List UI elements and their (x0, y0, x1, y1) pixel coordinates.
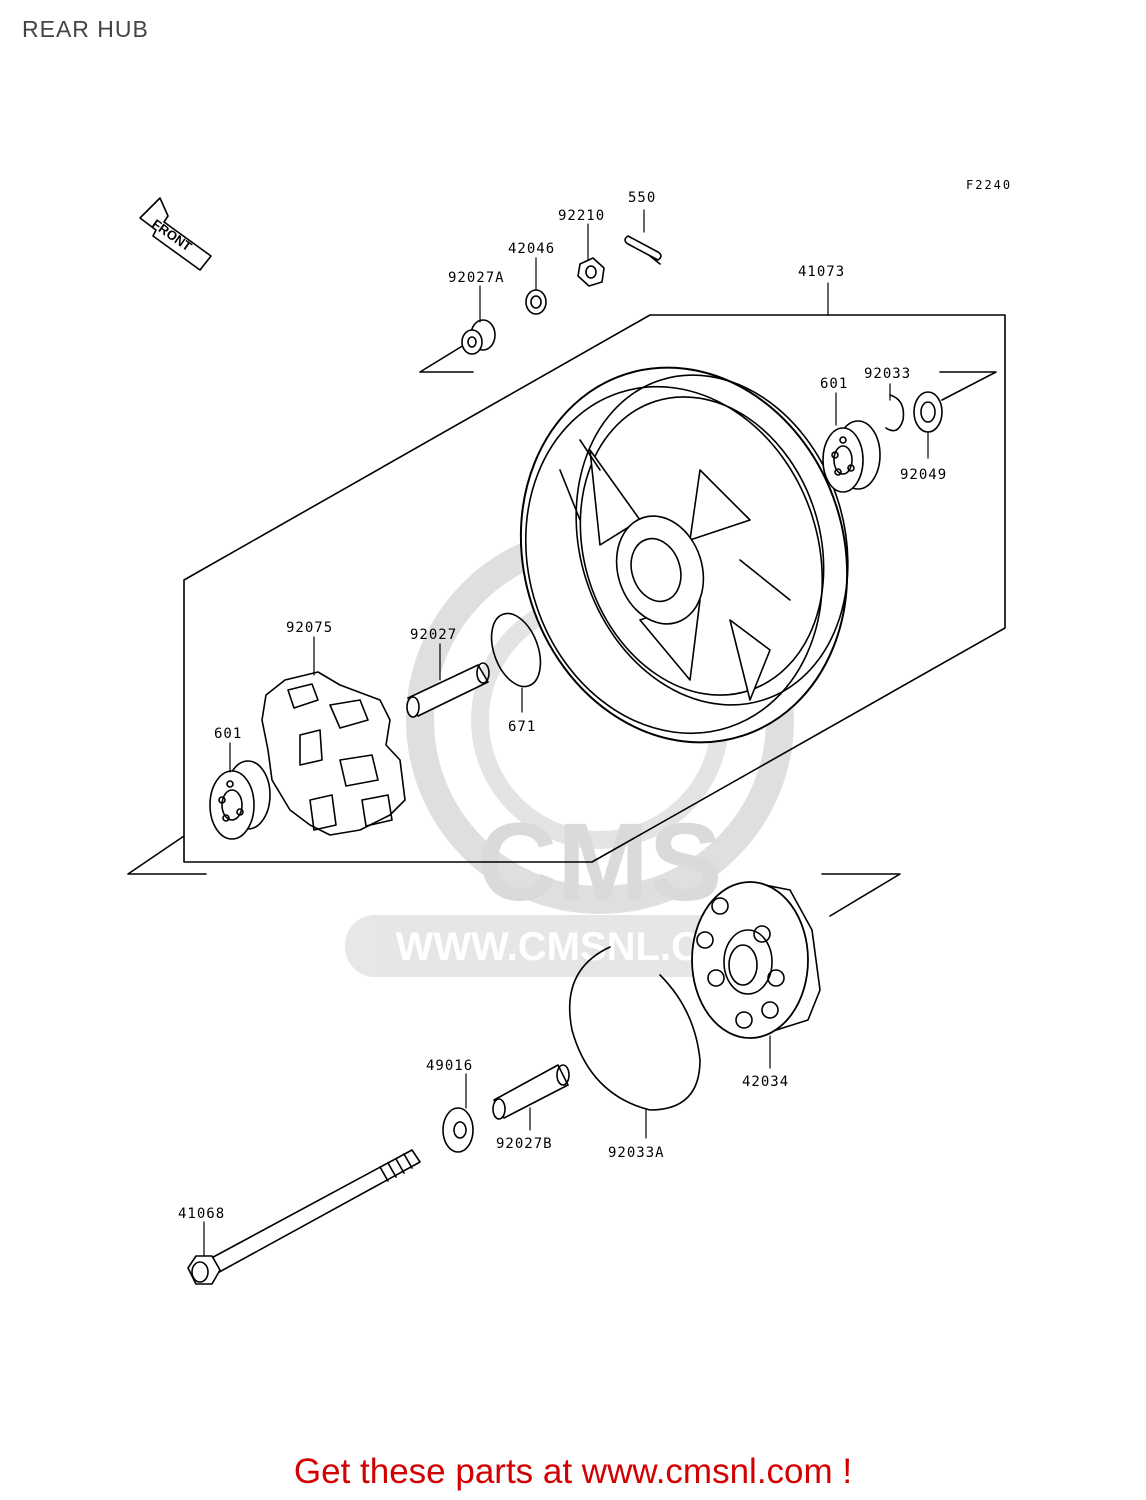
label-42034: 42034 (742, 1074, 789, 1090)
collar-42046 (525, 289, 547, 315)
front-direction-arrow: FRONT (139, 197, 212, 271)
bracket-left-tick (127, 835, 207, 875)
get-parts-link-text[interactable]: Get these parts at www.cmsnl.com ! (293, 1452, 853, 1491)
collar-92027b (492, 1064, 570, 1120)
label-92033: 92033 (864, 366, 911, 382)
circlip-92033a (568, 946, 701, 1111)
spacer-92027a (461, 319, 496, 355)
label-601-left: 601 (214, 726, 242, 742)
right-bearing-tick (939, 371, 997, 401)
label-92049: 92049 (900, 467, 947, 483)
label-42046: 42046 (508, 241, 555, 257)
coupling-42034 (691, 881, 821, 1039)
axle-41068 (187, 1149, 421, 1285)
wheel-assembly-bracket (183, 314, 1006, 863)
label-92027: 92027 (410, 627, 457, 643)
rear-wheel (519, 366, 849, 744)
figure-code: F2240 (966, 178, 1013, 192)
seal-92049 (913, 391, 943, 433)
label-92075: 92075 (286, 620, 333, 636)
get-parts-link[interactable]: Get these parts at www.cmsnl.com ! (0, 1452, 1146, 1492)
bearing-601-right (822, 420, 881, 493)
part-labels: 550 92210 42046 92027A 41073 601 92033 9… (178, 190, 947, 1222)
label-92027b: 92027B (496, 1136, 553, 1152)
axle-spacer-tick (419, 344, 474, 373)
sprocket-tick (821, 873, 901, 917)
leader-lines (203, 209, 929, 1257)
o-ring-671 (490, 612, 542, 688)
nut-92210 (577, 257, 605, 287)
circlip-92033 (885, 394, 905, 432)
collar-92027 (406, 662, 490, 718)
label-550: 550 (628, 190, 656, 206)
bearing-601-left (209, 760, 271, 840)
label-671: 671 (508, 719, 536, 735)
label-92027a: 92027A (448, 270, 505, 286)
label-41068: 41068 (178, 1206, 225, 1222)
page-title: REAR HUB (22, 16, 149, 42)
label-92210: 92210 (558, 208, 605, 224)
label-92033a: 92033A (608, 1145, 665, 1161)
label-601-right: 601 (820, 376, 848, 392)
label-49016: 49016 (426, 1058, 473, 1074)
hub-damper-92075 (261, 671, 406, 836)
label-41073: 41073 (798, 264, 845, 280)
washer-49016 (442, 1107, 474, 1153)
cotter-pin-550 (624, 235, 662, 265)
